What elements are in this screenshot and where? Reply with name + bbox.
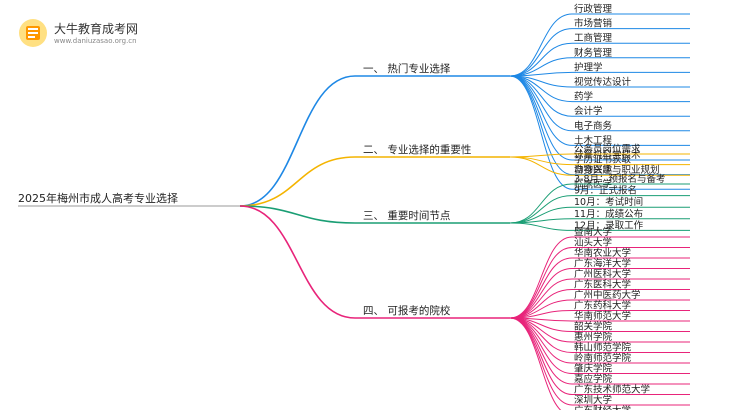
leaf-label[interactable]: 学历证书获取	[574, 154, 632, 166]
leaf-label[interactable]: 岭南师范学院	[574, 352, 632, 364]
leaf-label[interactable]: 自身兴趣与职业规划	[574, 164, 660, 176]
leaf-connector	[509, 317, 562, 410]
leaf-label[interactable]: 10月：考试时间	[574, 196, 643, 208]
leaf-label[interactable]: 动物医学	[574, 164, 612, 176]
leaf-connector	[509, 257, 573, 319]
leaf-label[interactable]: 广东技术师范大学	[574, 384, 650, 396]
leaf-label[interactable]: 会计学	[574, 105, 603, 117]
leaf-label[interactable]: 韩山师范学院	[574, 342, 632, 354]
leaf-connector	[509, 75, 573, 190]
leaf-label[interactable]: 市场营销	[574, 18, 613, 30]
leaf-label[interactable]: 9月：正式报名	[574, 185, 637, 197]
leaf-connector	[509, 156, 573, 176]
leaf-label[interactable]: 广东海洋大学	[574, 258, 631, 270]
leaf-label[interactable]: 肇庆学院	[574, 363, 613, 375]
leaf-label[interactable]: 汕头大学	[574, 237, 612, 249]
leaf-label[interactable]: 电子商务	[574, 120, 613, 132]
leaf-connector	[509, 75, 573, 176]
leaf-label[interactable]: 广东财经大学	[574, 405, 631, 410]
leaf-connector	[509, 75, 573, 132]
leaf-label[interactable]: 财务管理	[574, 47, 613, 59]
branch-label[interactable]: 一、 热门专业选择	[363, 62, 451, 75]
leaf-label[interactable]: 工商管理	[574, 32, 613, 44]
leaf-connector	[509, 222, 573, 231]
leaf-connector	[509, 13, 573, 77]
leaf-label[interactable]: 计算机科学技术	[574, 149, 641, 161]
leaf-label[interactable]: 广东药科大学	[574, 300, 631, 312]
leaf-label[interactable]: 惠州学院	[574, 331, 613, 343]
branch-label[interactable]: 三、 重要时间节点	[363, 209, 450, 222]
leaf-connector	[509, 317, 573, 353]
branch-label[interactable]: 四、 可报考的院校	[363, 304, 451, 317]
branch-connector	[239, 205, 356, 224]
branch-label[interactable]: 二、 专业选择的重要性	[363, 143, 471, 156]
leaf-label[interactable]: 广东医科大学	[574, 279, 631, 291]
leaf-label[interactable]: 暨南大学	[574, 226, 612, 238]
leaf-label[interactable]: 土木工程	[574, 134, 613, 146]
leaf-label[interactable]: 12月：录取工作	[574, 219, 644, 231]
leaf-connector	[509, 183, 573, 224]
leaf-connector	[509, 278, 573, 319]
leaf-label[interactable]: 行政管理	[574, 3, 613, 15]
leaf-label[interactable]: 护理学	[574, 61, 603, 73]
leaf-label[interactable]: 嘉应学院	[574, 373, 613, 385]
leaf-connector	[509, 42, 573, 77]
leaf-connector	[509, 247, 573, 319]
logo-title: 大牛教育成考网	[54, 22, 139, 36]
leaf-label[interactable]: 11月：成绩公布	[574, 208, 643, 220]
leaf-label[interactable]: 药学	[574, 91, 593, 103]
leaf-connector	[509, 218, 573, 224]
leaf-label[interactable]: 韶关学院	[574, 321, 613, 333]
branch-connector	[239, 205, 356, 319]
leaf-connector	[509, 236, 573, 319]
leaf-label[interactable]: 广州中医药大学	[574, 289, 641, 301]
logo-url: www.daniuzasao.org.cn	[54, 37, 137, 45]
leaf-connector	[509, 28, 573, 77]
leaf-label[interactable]: 华南农业大学	[574, 247, 631, 259]
branch-connector	[239, 156, 356, 207]
leaf-label[interactable]: 深圳大学	[574, 394, 612, 406]
book-icon	[19, 19, 47, 47]
root-label: 2025年梅州市成人高考专业选择	[18, 191, 178, 205]
site-logo[interactable]: 大牛教育成考网 www.daniuzasao.org.cn	[18, 16, 138, 50]
leaf-label[interactable]: 广州医科大学	[574, 268, 631, 280]
leaf-label[interactable]: 视觉传达设计	[574, 76, 632, 88]
leaf-label[interactable]: 3-8月：预报名与备考	[574, 173, 666, 185]
branch-connector	[239, 75, 356, 207]
leaf-label[interactable]: 华南师范大学	[574, 310, 631, 322]
leaf-label[interactable]: 公务员岗位需求	[574, 143, 641, 155]
